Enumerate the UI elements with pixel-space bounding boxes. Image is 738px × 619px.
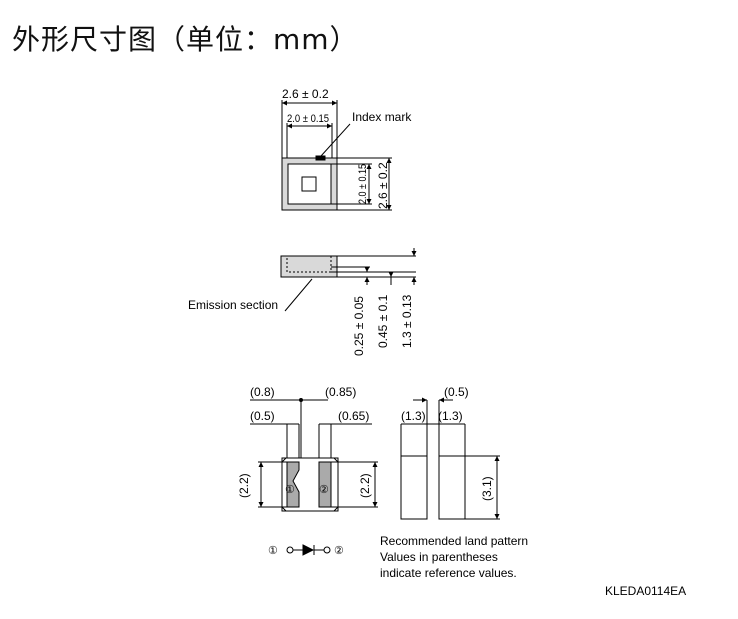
top-width-inner-label: 2.0 ± 0.15 xyxy=(287,113,329,125)
note-line-2: Values in parentheses xyxy=(380,550,498,564)
top-width-outer-label: 2.6 ± 0.2 xyxy=(282,87,329,101)
land-dim-05-label: (0.5) xyxy=(444,385,469,399)
diode-symbol xyxy=(286,544,331,556)
top-height-inner-label: 2.0 ± 0.15 xyxy=(357,164,369,204)
bottom-dim-08-label: (0.8) xyxy=(250,385,275,399)
drawing-code: KLEDA0114EA xyxy=(605,584,686,598)
bottom-dim-085-label: (0.85) xyxy=(325,385,356,399)
bottom-dim-22-left-label: (2.2) xyxy=(237,473,251,498)
page-title: 外形尺寸图（单位：mm） xyxy=(12,23,359,56)
top-height-outer-label: 2.6 ± 0.2 xyxy=(376,162,390,209)
note-line-1: Recommended land pattern xyxy=(380,534,528,548)
index-mark-label: Index mark xyxy=(352,110,412,124)
symbol-pin-2-label: ② xyxy=(334,545,344,557)
pad-1-label: ① xyxy=(285,484,295,496)
index-mark xyxy=(315,155,326,161)
land-dim-13-right-label: (1.3) xyxy=(438,409,463,423)
land-dim-13-left-label: (1.3) xyxy=(401,409,426,423)
land-dim-31-label: (3.1) xyxy=(480,476,494,501)
note-line-3: indicate reference values. xyxy=(380,566,517,580)
side-view xyxy=(280,248,417,312)
symbol-pin-1-label: ① xyxy=(268,545,278,557)
side-dim-025-label: 0.25 ± 0.05 xyxy=(352,296,366,356)
bottom-dim-22-right-label: (2.2) xyxy=(358,473,372,498)
bottom-dim-065-label: (0.65) xyxy=(338,409,369,423)
top-view xyxy=(281,100,392,211)
bottom-view xyxy=(250,398,378,512)
side-dim-13-label: 1.3 ± 0.13 xyxy=(400,294,414,348)
bottom-dim-05-label: (0.5) xyxy=(250,409,275,423)
land-pattern xyxy=(400,397,500,520)
emission-section-label: Emission section xyxy=(188,298,278,312)
side-dim-045-label: 0.45 ± 0.1 xyxy=(376,294,390,348)
pad-2-label: ② xyxy=(319,484,329,496)
